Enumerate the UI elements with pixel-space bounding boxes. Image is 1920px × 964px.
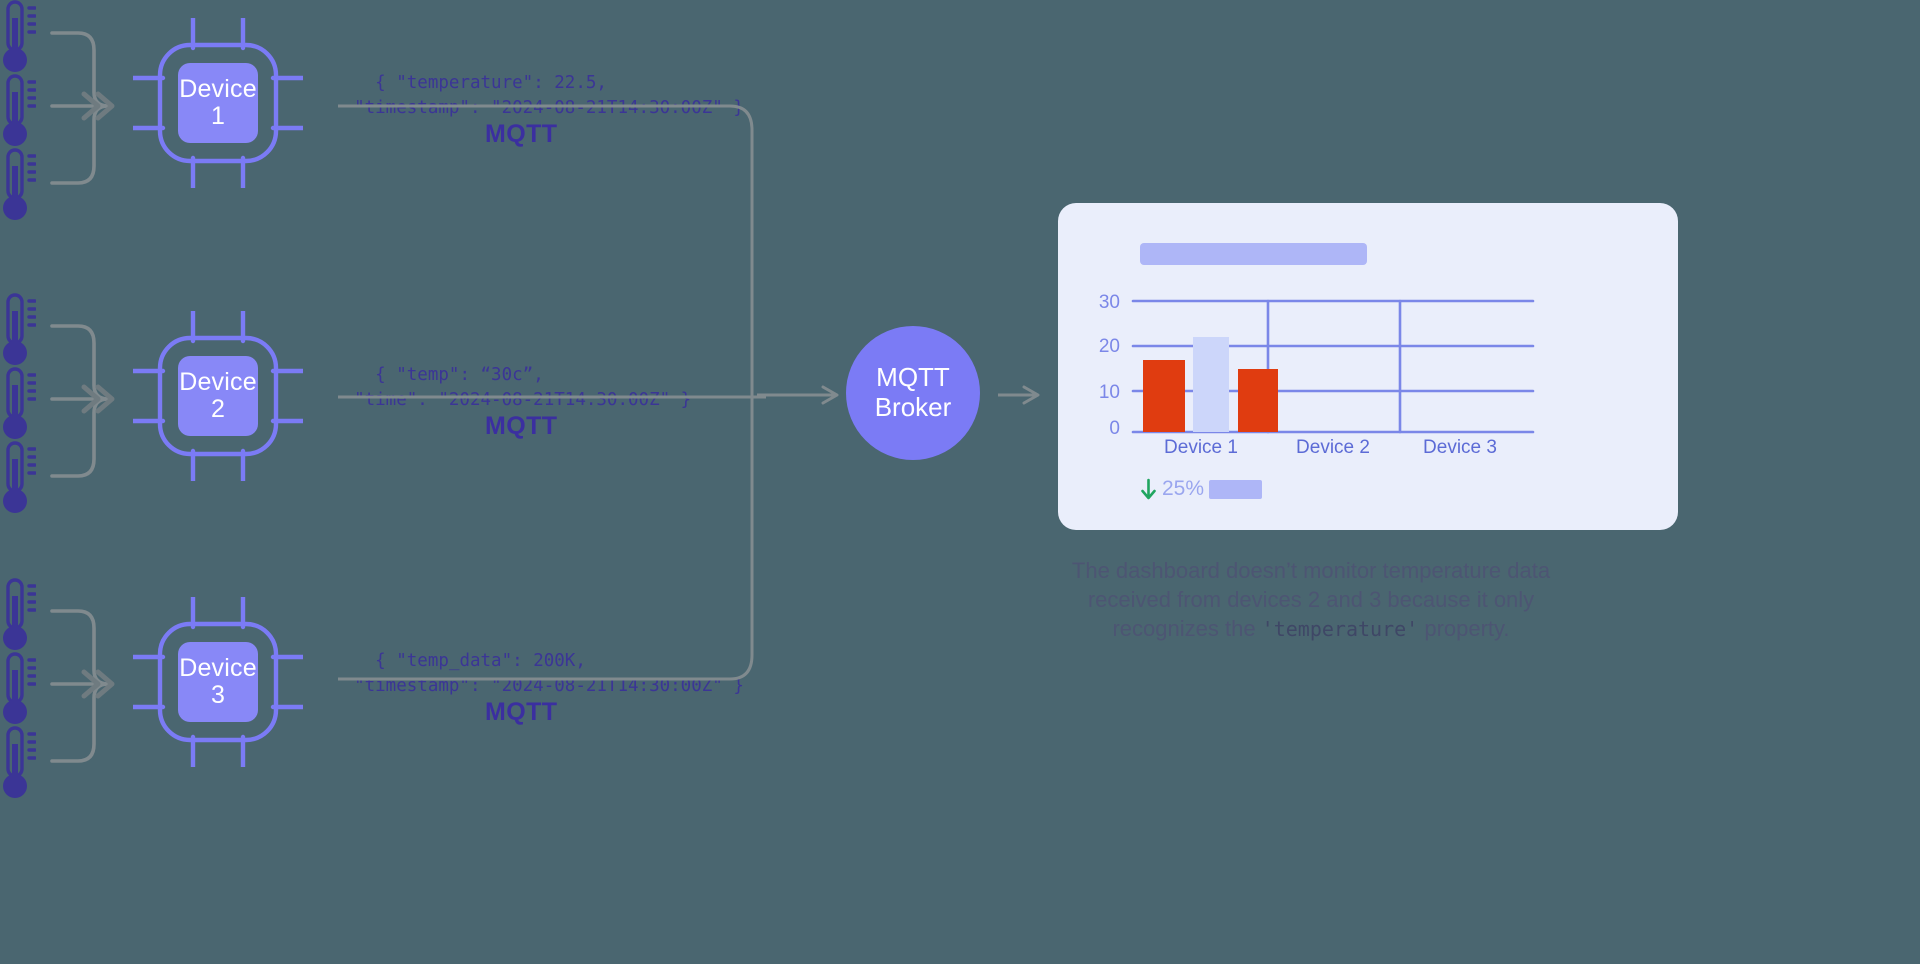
bar-reading-c: [1238, 369, 1278, 432]
payload-line-2: "timestamp": "2024-08-21T14:30:00Z" }: [333, 98, 744, 118]
broker-label-line2: Broker: [874, 392, 952, 422]
delta-value: 25%: [1162, 477, 1205, 500]
x-axis-tick-device-1: Device 1: [1164, 437, 1238, 458]
device-chip-3[interactable]: Device 3: [133, 597, 303, 767]
payload-line-1: { "temperature": 22.5,: [375, 73, 607, 93]
y-axis-tick-30: 30: [1098, 292, 1120, 313]
delta-indicator: 25%: [1140, 477, 1263, 501]
arrow-down-icon: [1141, 478, 1156, 500]
thermometer-icon: [2, 148, 36, 224]
bar-reading-a: [1143, 360, 1185, 432]
caption-code: 'temperature': [1261, 617, 1419, 641]
y-axis-tick-20: 20: [1098, 336, 1120, 357]
y-axis-tick-0: 0: [1109, 418, 1120, 439]
x-axis-tick-device-2: Device 2: [1296, 437, 1370, 458]
mqtt-link-3: [338, 393, 758, 683]
thermometer-icon: [2, 0, 36, 76]
broker-inbound-arrow: [757, 385, 847, 407]
device-payload-2: { "temp": “30c”, "time": "2024-08-21T14:…: [333, 338, 691, 438]
thermometer-icon: [2, 726, 36, 802]
device-chip-2[interactable]: Device 2: [133, 311, 303, 481]
flow-arrow-icon: [80, 383, 116, 415]
payload-line-1: { "temp": “30c”,: [375, 365, 544, 385]
dashboard-title-placeholder: [1140, 243, 1367, 265]
delta-bar-placeholder: [1209, 479, 1263, 499]
mqtt-protocol-label-1: MQTT: [485, 120, 558, 148]
flow-arrow-icon: [80, 90, 116, 122]
payload-line-2: "time": "2024-08-21T14:30:00Z" }: [333, 390, 692, 410]
mqtt-protocol-label-2: MQTT: [485, 412, 558, 440]
y-axis-tick-10: 10: [1098, 382, 1120, 403]
flow-arrow-icon: [80, 668, 116, 700]
device-payload-3: { "temp_data": 200K, "timestamp": "2024-…: [333, 624, 744, 724]
payload-line-1: { "temp_data": 200K,: [375, 651, 586, 671]
broker-label-line1: MQTT: [876, 362, 950, 393]
mqtt-link-1: [338, 104, 758, 394]
broker-outbound-arrow: [998, 385, 1048, 407]
thermometer-icon: [2, 74, 36, 150]
x-axis-tick-device-3: Device 3: [1423, 437, 1497, 458]
thermometer-icon: [2, 652, 36, 728]
dashboard-caption: The dashboard doesn’t monitor temperatur…: [1056, 556, 1566, 644]
thermometer-icon: [2, 441, 36, 517]
thermometer-icon: [2, 293, 36, 369]
payload-line-2: "timestamp": "2024-08-21T14:30:00Z" }: [333, 676, 744, 696]
caption-text-after: property.: [1418, 616, 1510, 641]
mqtt-link-2: [338, 395, 768, 401]
thermometer-icon: [2, 367, 36, 443]
bar-chart-plot: [1130, 296, 1535, 434]
device-chip-1[interactable]: Device 1: [133, 18, 303, 188]
mqtt-protocol-label-3: MQTT: [485, 698, 558, 726]
mqtt-broker-node[interactable]: MQTT Broker: [846, 326, 980, 460]
device-payload-1: { "temperature": 22.5, "timestamp": "202…: [333, 46, 744, 146]
bar-reading-b: [1193, 337, 1229, 432]
thermometer-icon: [2, 578, 36, 654]
caption-text-before: The dashboard doesn’t monitor temperatur…: [1071, 558, 1551, 641]
